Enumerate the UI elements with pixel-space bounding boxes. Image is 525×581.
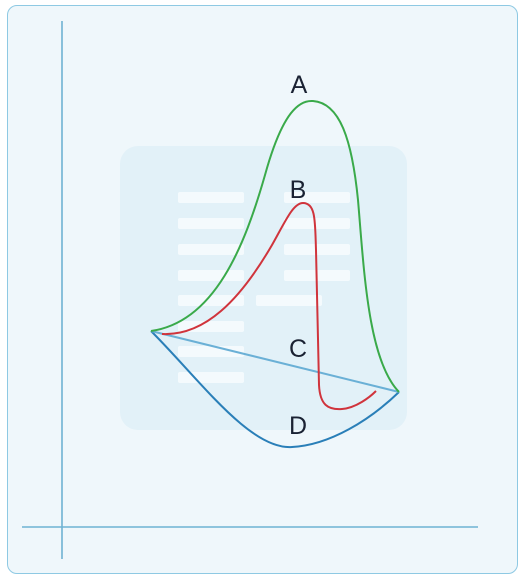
label-d: D xyxy=(289,412,307,440)
document-watermark-icon xyxy=(120,146,407,430)
label-b: B xyxy=(290,176,307,204)
curve-c xyxy=(150,330,400,393)
label-a: A xyxy=(291,71,308,99)
curve-b xyxy=(161,201,377,411)
label-c: C xyxy=(289,335,307,363)
curve-d xyxy=(150,330,400,449)
curve-a xyxy=(150,99,400,393)
